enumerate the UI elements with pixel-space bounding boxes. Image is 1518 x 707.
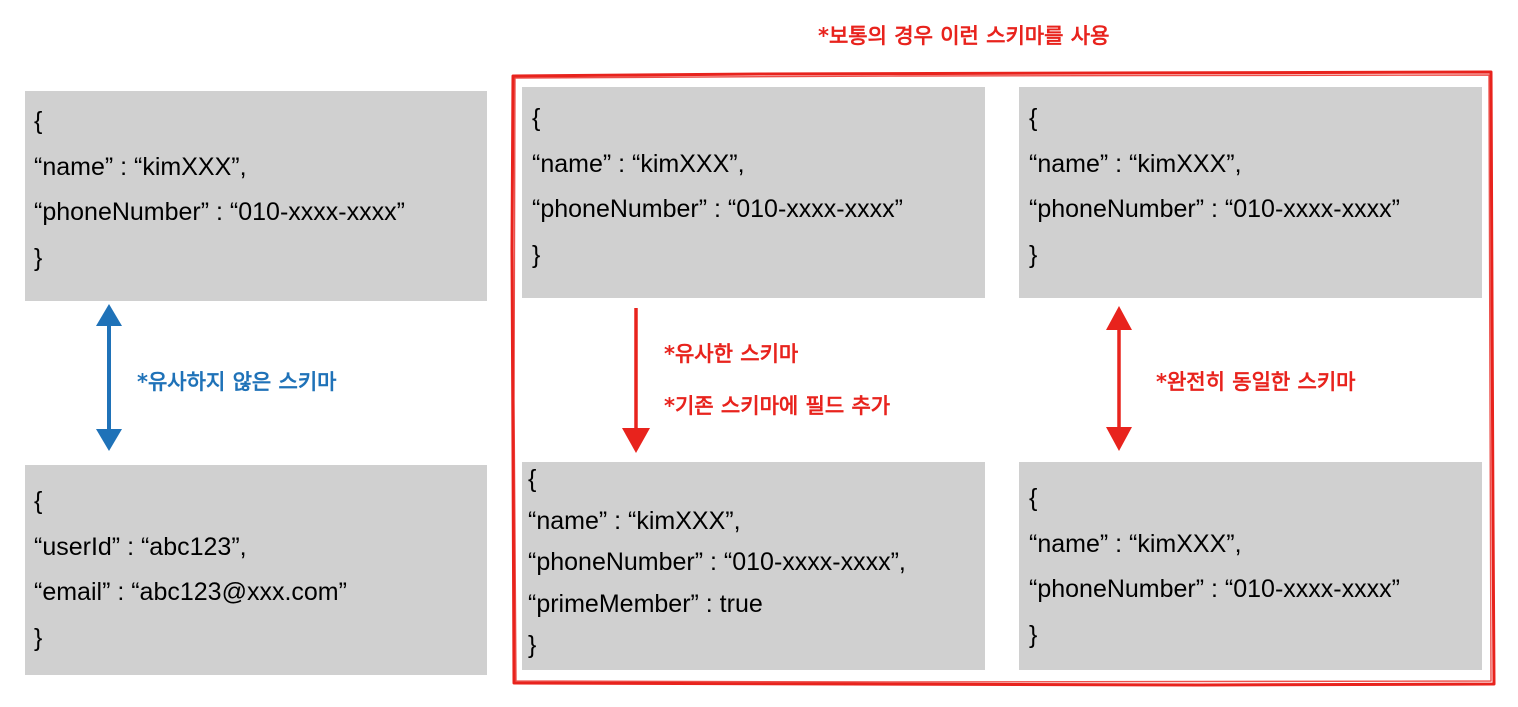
left-top-schema-box xyxy=(25,91,487,301)
middle-top-schema-box xyxy=(522,87,985,298)
right-bottom-schema-box xyxy=(1019,462,1482,670)
middle-top-json: { “name” : “kimXXX”, “phoneNumber” : “01… xyxy=(532,104,903,286)
json-line: } xyxy=(1029,240,1038,269)
left-top-json: { “name” : “kimXXX”, “phoneNumber” : “01… xyxy=(34,107,405,289)
json-line: { xyxy=(34,107,43,135)
down-arrow-icon xyxy=(622,308,650,453)
right-bottom-json: { “name” : “kimXXX”, “phoneNumber” : “01… xyxy=(1029,484,1400,666)
json-line: } xyxy=(34,243,43,272)
json-line: } xyxy=(34,623,43,652)
json-line: “userId” : “abc123”, xyxy=(34,532,247,561)
json-line: { xyxy=(528,465,537,493)
json-line: “name” : “kimXXX”, xyxy=(34,152,247,181)
json-line: “phoneNumber” : “010-xxxx-xxxx” xyxy=(532,195,903,223)
json-line: } xyxy=(532,240,541,269)
red-highlight-frame xyxy=(510,70,1496,687)
right-top-schema-box xyxy=(1019,87,1482,298)
dissimilar-schema-label: *유사하지 않은 스키마 xyxy=(137,370,337,394)
right-top-json: { “name” : “kimXXX”, “phoneNumber” : “01… xyxy=(1029,104,1400,286)
left-bottom-json: { “userId” : “abc123”, “email” : “abc123… xyxy=(34,487,347,669)
json-line: “phoneNumber” : “010-xxxx-xxxx” xyxy=(1029,195,1400,223)
json-line: “name” : “kimXXX”, xyxy=(532,149,745,178)
json-line: “name” : “kimXXX”, xyxy=(1029,149,1242,178)
field-added-label: *기존 스키마에 필드 추가 xyxy=(664,394,891,418)
json-line: { xyxy=(34,487,43,515)
json-line: “phoneNumber” : “010-xxxx-xxxx” xyxy=(1029,575,1400,603)
json-line: “phoneNumber” : “010-xxxx-xxxx”, xyxy=(528,548,906,576)
json-line: { xyxy=(532,104,541,132)
identical-schema-label: *완전히 동일한 스키마 xyxy=(1156,370,1356,394)
json-line: } xyxy=(1029,620,1038,649)
similar-schema-label: *유사한 스키마 xyxy=(664,342,799,366)
json-line: { xyxy=(1029,484,1038,512)
double-headed-arrow-icon xyxy=(96,304,122,451)
json-line: } xyxy=(528,631,537,659)
json-line: “phoneNumber” : “010-xxxx-xxxx” xyxy=(34,198,405,226)
double-headed-arrow-icon xyxy=(1106,306,1132,451)
json-line: { xyxy=(1029,104,1038,132)
json-line: “primeMember” : true xyxy=(528,589,763,618)
json-line: “name” : “kimXXX”, xyxy=(1029,529,1242,558)
common-schema-note: *보통의 경우 이런 스키마를 사용 xyxy=(818,24,1110,48)
middle-bottom-schema-box xyxy=(522,462,985,670)
json-line: “name” : “kimXXX”, xyxy=(528,506,741,535)
left-bottom-schema-box xyxy=(25,465,487,675)
json-line: “email” : “abc123@xxx.com” xyxy=(34,578,347,606)
middle-bottom-json: { “name” : “kimXXX”, “phoneNumber” : “01… xyxy=(528,465,906,673)
